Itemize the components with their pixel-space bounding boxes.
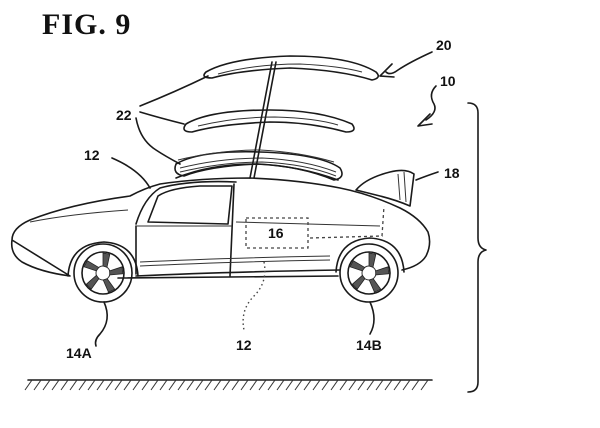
leader-14b	[369, 301, 375, 335]
bracket	[467, 102, 487, 393]
ground-hatch-line	[60, 379, 69, 391]
ground-hatch-line	[330, 379, 339, 391]
ground-hatch-line	[249, 379, 258, 391]
arrow-10	[417, 85, 437, 127]
ground-hatch-line	[339, 379, 348, 391]
arrow-20	[379, 51, 433, 78]
ground-hatch-line	[123, 379, 132, 391]
label-22: 22	[116, 107, 132, 123]
ground-hatch-line	[114, 379, 123, 391]
car-body	[10, 163, 431, 279]
label-14b: 14B	[356, 337, 382, 353]
module-box	[245, 217, 309, 249]
label-20: 20	[436, 37, 452, 53]
label-14a: 14A	[66, 345, 92, 361]
wheel-spoke	[83, 260, 100, 272]
ground-hatch-line	[393, 379, 402, 391]
ground-hatch-line	[132, 379, 141, 391]
leader-22	[135, 75, 209, 165]
label-18: 18	[444, 165, 460, 181]
ground-hatch-line	[357, 379, 366, 391]
ground-hatch-line	[312, 379, 321, 391]
wheel-spoke	[102, 278, 116, 293]
ground-hatch-line	[258, 379, 267, 391]
rotor-mast	[249, 61, 277, 179]
front-wheel	[67, 241, 139, 303]
rear-wheel	[335, 237, 405, 303]
leader-14a	[94, 301, 108, 347]
ground-hatch-line	[321, 379, 330, 391]
ground-hatch-line	[51, 379, 60, 391]
ground-hatch-line	[231, 379, 240, 391]
wheel-spoke	[85, 274, 100, 290]
ground-hatch-line	[375, 379, 384, 391]
ground-hatch-line	[177, 379, 186, 391]
figure-title: FIG. 9	[42, 8, 132, 41]
label-10: 10	[440, 73, 456, 89]
ground-hatch-line	[213, 379, 222, 391]
wheel-spoke	[351, 274, 366, 290]
ground-hatch-line	[195, 379, 204, 391]
wheel-spoke	[368, 278, 382, 293]
leader-12-internal	[242, 261, 266, 331]
ground-hatch-line	[105, 379, 114, 391]
wheel-spoke	[109, 266, 124, 276]
label-16: 16	[268, 225, 284, 241]
ground-hatch-line	[267, 379, 276, 391]
ground-hatch-line	[276, 379, 285, 391]
ground-hatch-line	[150, 379, 159, 391]
label-12-internal: 12	[236, 337, 252, 353]
ground-hatch-line	[204, 379, 213, 391]
ground-hatch-line	[33, 379, 42, 391]
ground-hatch-line	[24, 379, 33, 391]
ground-hatch-line	[69, 379, 78, 391]
ground-hatch-line	[96, 379, 105, 391]
wheel-spoke	[102, 252, 111, 268]
ground-hatch-line	[222, 379, 231, 391]
ground-hatch-line	[420, 379, 429, 391]
leader-12	[111, 157, 151, 189]
ground-hatch-line	[159, 379, 168, 391]
ground-hatch-line	[348, 379, 357, 391]
ground-hatch-line	[402, 379, 411, 391]
label-12: 12	[84, 147, 100, 163]
wheel-spoke	[368, 252, 377, 268]
ground-hatch-line	[303, 379, 312, 391]
ground-hatch-line	[168, 379, 177, 391]
ground-hatch-line	[285, 379, 294, 391]
ground-hatch-line	[42, 379, 51, 391]
wheel-spoke	[375, 266, 390, 276]
ground	[24, 379, 433, 391]
leader-18	[415, 171, 439, 181]
wheel-spoke	[349, 260, 366, 272]
ground-hatch-line	[186, 379, 195, 391]
ground-hatch-line	[294, 379, 303, 391]
ground-hatch-line	[87, 379, 96, 391]
ground-hatch-line	[141, 379, 150, 391]
ground-hatch-line	[366, 379, 375, 391]
rotor-blades	[174, 55, 380, 181]
ground-hatch-line	[78, 379, 87, 391]
ground-hatch-line	[240, 379, 249, 391]
ground-hatch-line	[384, 379, 393, 391]
ground-hatch-line	[411, 379, 420, 391]
